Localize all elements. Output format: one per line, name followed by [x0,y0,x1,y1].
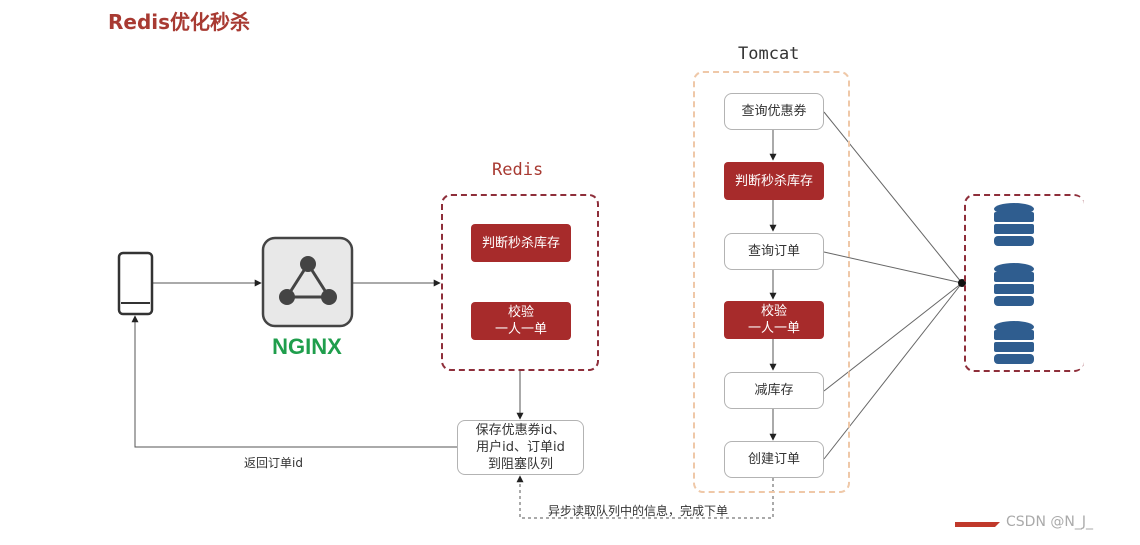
redis-step-one-per-user: 校验 一人一单 [471,302,571,340]
queue-line: 到阻塞队列 [487,457,553,472]
tomcat-step-check-stock: 判断秒杀库存 [724,162,824,200]
blocking-queue-box: 保存优惠券id、 用户id、订单id 到阻塞队列 [457,420,584,475]
queue-line: 用户id、订单id [476,440,565,455]
tomcat-step-line: 一人一单 [747,321,800,336]
tomcat-step-query-coupon: 查询优惠券 [724,93,824,130]
tomcat-step-reduce-stock: 减库存 [724,372,824,409]
tomcat-step-line: 减库存 [754,383,794,398]
queue-line: 保存优惠券id、 [475,423,566,438]
tomcat-container [693,71,850,493]
redis-step-check-stock: 判断秒杀库存 [471,224,571,262]
database-icon-3 [994,321,1034,364]
tomcat-step-line: 查询订单 [747,244,800,259]
phone-icon [117,251,154,316]
async-process-label: 异步读取队列中的信息，完成下单 [548,504,729,518]
tomcat-step-line: 创建订单 [747,452,800,467]
tomcat-step-query-order: 查询订单 [724,233,824,270]
tomcat-step-create-order: 创建订单 [724,441,824,478]
database-cluster-container [964,194,1084,372]
tomcat-step-one-per-user: 校验 一人一单 [724,301,824,339]
tomcat-label: Tomcat [738,44,800,64]
redis-step-line: 判断秒杀库存 [481,235,560,251]
nginx-logo-text: NGINX [272,334,342,359]
database-icon-1 [994,203,1034,246]
nginx-icon [261,236,354,328]
return-order-id-label: 返回订单id [244,456,303,470]
db-fan-lines [823,111,963,460]
arrow-async-dashed [516,475,774,519]
database-icon-2 [994,263,1034,306]
redis-container [441,194,599,371]
redis-label: Redis [492,160,544,180]
tomcat-step-line: 校验 [760,304,787,319]
watermark-bar [955,522,1000,527]
redis-step-line: 校验 [507,305,534,320]
tomcat-step-line: 查询优惠券 [741,104,807,119]
tomcat-step-line: 判断秒杀库存 [734,173,813,189]
diagram-title: Redis优化秒杀 [108,10,251,34]
arrow-return-to-phone [131,315,457,448]
watermark: CSDN @N_J_ [1006,514,1093,530]
redis-step-line: 一人一单 [494,322,547,337]
